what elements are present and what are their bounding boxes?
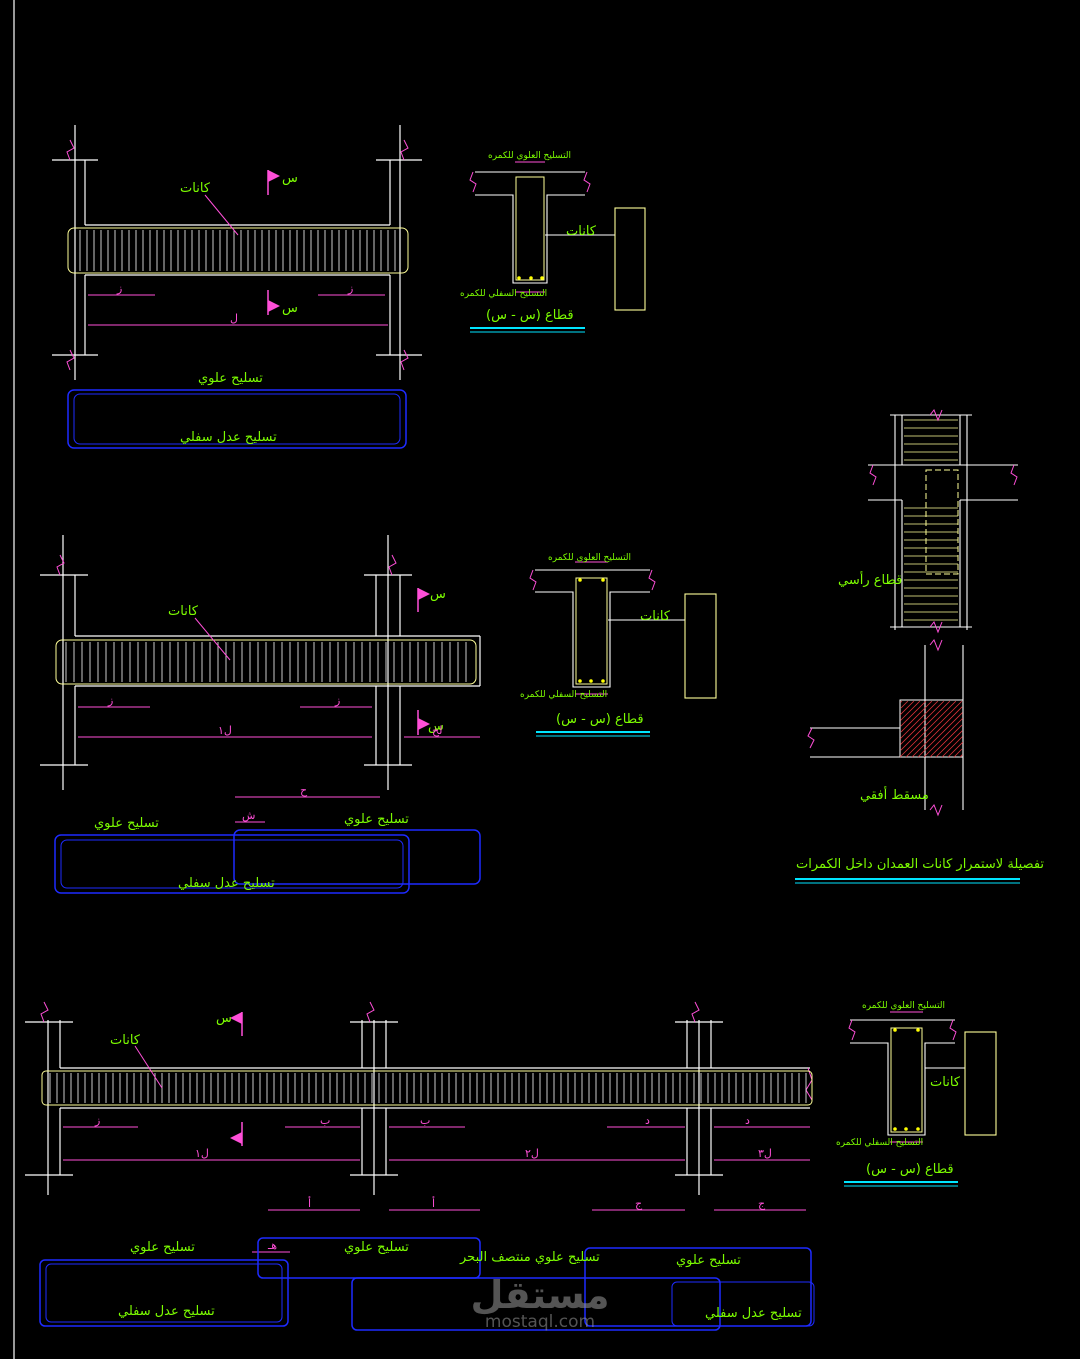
stirrups-label: كانات — [110, 1033, 141, 1048]
dim-z: ز — [107, 694, 113, 707]
top-rebar-small: التسليح العلوي للكمره — [862, 1001, 945, 1011]
stirrups-label: كانات — [640, 609, 671, 624]
dim-a: أ — [308, 1196, 311, 1210]
dim-L2: ل٢ — [525, 1147, 539, 1160]
bottom-rebar-small: التسليح السفلي للكمره — [520, 690, 607, 700]
beam-detail-2: س س كانات ز ز ل١ لخ ح ش تسليح علوي تسليح… — [40, 535, 481, 894]
stirrups-label: كانات — [168, 604, 199, 619]
hatch-line — [900, 700, 909, 709]
watermark: مستقل mostaql.com — [471, 1273, 610, 1332]
section-1: التسليح العلوي للكمره التسليح السفلي للك… — [460, 151, 646, 333]
dim-L1: ل١ — [195, 1147, 209, 1160]
hatch-line — [900, 700, 921, 721]
bottom-rebar-label: تسليح عدل سفلي — [180, 430, 277, 445]
dim-sh: ش — [242, 809, 255, 822]
dim-L: ل — [230, 312, 238, 325]
top-rebar-label: تسليح علوي — [198, 371, 263, 386]
section-title: قطاع (س - س) — [556, 712, 644, 727]
dim-j: ج — [635, 1197, 643, 1210]
section-mark-label: س — [428, 719, 444, 734]
top-rebar-label: تسليح علوي — [344, 1240, 409, 1255]
hatch-line — [947, 741, 964, 758]
dim-j: ج — [758, 1197, 766, 1210]
hatch-line — [911, 706, 963, 758]
hatch-line — [905, 700, 963, 758]
dim-b: ب — [320, 1114, 330, 1127]
hatch-line — [935, 730, 963, 758]
stirrups-label: كانات — [180, 181, 211, 196]
horizontal-section-label: مسقط أفقي — [860, 786, 929, 803]
top-rebar-label: تسليح علوي — [676, 1253, 741, 1268]
beam-detail-3: س كانات ز ب ب د د ل١ ل٢ ل٣ أ أ ج — [25, 1001, 815, 1331]
bottom-rebar-label: تسليح عدل سفلي — [118, 1304, 215, 1319]
dim-d: د — [645, 1114, 650, 1127]
column-detail-title: تفصيلة لاستمرار كانات العمدان داخل الكمر… — [796, 857, 1044, 872]
dim-z: ز — [94, 1114, 100, 1127]
hatch-line — [959, 754, 963, 758]
section-2: التسليح العلوي للكمره التسليح السفلي للك… — [520, 553, 717, 737]
dim-L3: ل٣ — [758, 1147, 772, 1160]
hatch-line — [899, 700, 939, 740]
section-3: التسليح العلوي للكمره التسليح السفلي للك… — [836, 1001, 997, 1187]
bottom-rebar-label: تسليح عدل سفلي — [178, 876, 275, 891]
hatch-line — [900, 700, 903, 703]
hatch-line — [900, 700, 927, 727]
section-mark-label: س — [216, 1011, 232, 1026]
hatch-line — [899, 700, 915, 716]
dim-Lc: لخ — [432, 724, 442, 737]
hatch-line — [953, 748, 963, 758]
vertical-section-label: قطاع رأسي — [838, 571, 902, 588]
column-stirrups-detail: قطاع رأسي مسقط أفقي تفصيلة لاستمرار كانا… — [795, 409, 1044, 884]
hatch-line — [899, 700, 957, 758]
mid-span-top-label: تسليح علوي منتصف البحر — [459, 1250, 600, 1265]
stirrups-label: كانات — [566, 224, 597, 239]
section-title: قطاع (س - س) — [866, 1162, 954, 1177]
dim-L1: ل١ — [218, 724, 232, 737]
section-title: قطاع (س - س) — [486, 308, 574, 323]
watermark-latin: mostaql.com — [485, 1312, 595, 1332]
hatch-line — [923, 717, 964, 758]
bottom-rebar-small: التسليح السفلي للكمره — [836, 1138, 923, 1148]
dim-e: هـ — [267, 1239, 277, 1252]
top-rebar-small: التسليح العلوي للكمره — [488, 151, 571, 161]
section-mark-label: س — [282, 171, 298, 186]
beam-detail-1: س س كانات ز ز ل تسليح علوي تسليح عدل سفل… — [52, 125, 422, 449]
section-mark-label: س — [282, 301, 298, 316]
hatch-line — [929, 724, 963, 758]
hatch-line — [900, 700, 933, 733]
dim-a: أ — [432, 1196, 435, 1210]
top-rebar-label: تسليح علوي — [344, 812, 409, 827]
hatch-line — [941, 736, 963, 758]
dim-z: ز — [347, 282, 353, 295]
section-mark-label: س — [430, 587, 446, 602]
stirrups-label: كانات — [930, 1075, 961, 1090]
bottom-rebar-small: التسليح السفلي للكمره — [460, 289, 547, 299]
hatch-line — [900, 700, 951, 751]
hatch-line — [917, 712, 963, 758]
top-rebar-label: تسليح علوي — [94, 816, 159, 831]
bottom-rebar-label: تسليح عدل سفلي — [705, 1306, 802, 1321]
top-rebar-small: التسليح العلوي للكمره — [548, 553, 631, 563]
dim-z: ز — [334, 694, 340, 707]
dim-z: ز — [116, 282, 122, 295]
dim-d: د — [745, 1114, 750, 1127]
hatch-line — [900, 700, 945, 745]
dim-b: ب — [420, 1114, 430, 1127]
top-rebar-label: تسليح علوي — [130, 1240, 195, 1255]
dim-h: ح — [300, 784, 308, 797]
watermark-arabic: مستقل — [471, 1273, 610, 1317]
